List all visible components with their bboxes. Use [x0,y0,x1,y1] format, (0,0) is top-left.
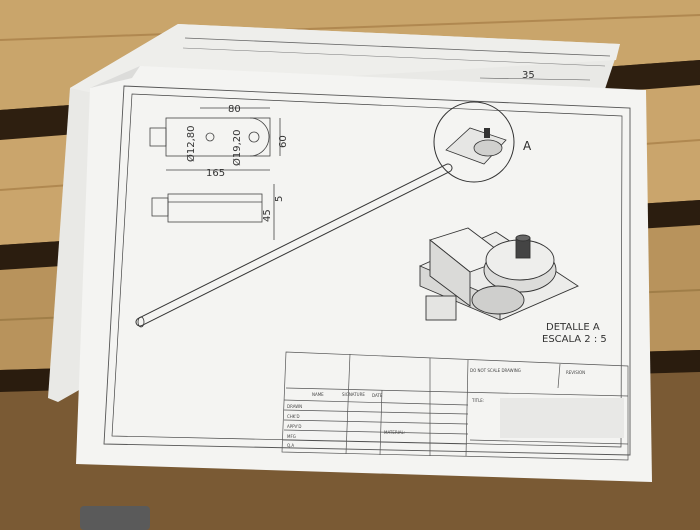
title-block-material: MATERIAL: [384,430,405,435]
title-block-col-name: NAME [312,392,324,397]
bottom-metal-object [80,506,150,530]
title-block-col-date: DATE [372,393,383,398]
front-drawing-sheet: 80 Ø12,80 Ø19,20 60 165 5 45 A [76,66,652,482]
detail-title-line1: DETALLE A [546,322,600,333]
title-block-no-scale: DO NOT SCALE DRAWING [470,368,521,373]
front-view-drawing [151,184,275,240]
dimension-hole-small: Ø12,80 [185,126,197,163]
title-block-row-drawn: DRAWN [287,404,302,409]
detail-a-isometric-view [419,227,579,321]
detail-callout-label: A [523,139,532,153]
top-view-drawing [149,107,281,171]
detail-title-line2: ESCALA 2 : 5 [542,334,607,345]
bending-tool-rod [135,163,453,328]
dimension-80: 80 [228,104,241,115]
dimension-165: 165 [206,168,225,179]
dimension-5: 5 [274,196,285,202]
title-block-row-chkd: CHK'D [287,414,300,419]
title-block-row-appvd: APPV'D [287,424,301,429]
title-block-title: TITLE: [471,398,484,403]
title-block-row-qa: Q.A [287,443,294,448]
title-block [281,351,629,461]
dimension-60: 60 [278,135,289,148]
title-block-col-signature: SIGNATURE [342,392,365,397]
dimension-45: 45 [262,209,273,222]
dimension-hole-large: Ø19,20 [231,130,243,167]
title-block-row-mfg: MFG [287,434,296,439]
blurred-region [500,398,624,438]
detail-callout-circle [433,101,515,183]
title-block-revision: REVISION [566,370,585,375]
back-sheet-dimension: 35 [522,70,535,81]
